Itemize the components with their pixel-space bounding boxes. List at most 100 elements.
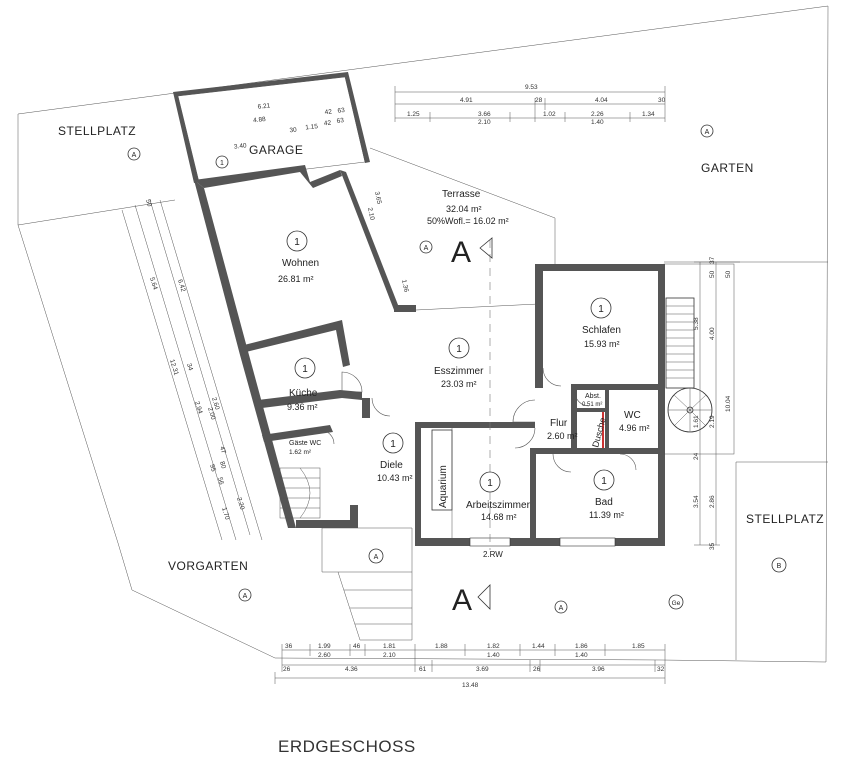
dim-right: 2.19 xyxy=(709,415,716,428)
dim-top-r2: 3.66 xyxy=(478,111,491,118)
dimension-lines-bottom xyxy=(274,644,666,684)
marker-a: A xyxy=(374,554,379,561)
room-schlafen-name: Schlafen xyxy=(582,325,621,336)
dim-bottom-r1: 46 xyxy=(353,643,361,650)
room-abst-name: Abst. xyxy=(585,393,601,400)
wall-diele-north xyxy=(362,398,370,418)
dim-top-r2-sub: 2.10 xyxy=(478,119,491,126)
dim-left: 2.94 xyxy=(193,401,204,416)
dim-bottom-r2: 3.96 xyxy=(592,666,605,673)
dim-top-r2: 1.02 xyxy=(543,111,556,118)
stellplatz-right-label: STELLPLATZ xyxy=(746,512,824,526)
dimension-lines-left xyxy=(121,199,263,541)
section-letter-top: A xyxy=(451,236,471,269)
dim-left: 34 xyxy=(185,363,194,372)
room-gaestewc-area: 1.62 m² xyxy=(289,449,312,456)
dim-bottom-r1: 1.82 xyxy=(487,643,500,650)
window-mark-label: 2.RW xyxy=(483,550,503,559)
spiral-treads xyxy=(668,388,712,432)
dimension-lines-right xyxy=(694,261,740,546)
room-flur-name: Flur xyxy=(550,418,568,429)
dim-bottom-r1-sub: 1.40 xyxy=(575,652,588,659)
room-gaestewc-name: Gäste WC xyxy=(289,440,321,447)
room-number: 1 xyxy=(390,439,396,450)
room-arbeitszimmer-name: Arbeitszimmer xyxy=(466,500,531,511)
dim-bottom-r1: 1.85 xyxy=(632,643,645,650)
dim-top-total: 9.53 xyxy=(525,84,538,91)
room-number: 1 xyxy=(456,344,462,355)
terrace-edge xyxy=(415,303,539,311)
dim-right: 3.54 xyxy=(693,495,700,508)
wall-bad-north xyxy=(530,448,575,454)
marker-a: A xyxy=(559,605,564,612)
plan-title: ERDGESCHOSS xyxy=(278,737,416,756)
dim-garage: 4.88 xyxy=(253,116,267,124)
dim-bottom-r1: 1.86 xyxy=(575,643,588,650)
wall-south xyxy=(415,538,665,546)
dim-garage: 42 xyxy=(324,120,332,128)
door-kueche xyxy=(341,371,363,393)
room-bad-area: 11.39 m² xyxy=(589,510,624,520)
dim-top-r1: 4.91 xyxy=(460,97,473,104)
dim-left: 95 xyxy=(208,464,217,473)
wall-gaestewc xyxy=(262,425,333,442)
dim-terrace: 2.10 xyxy=(366,207,376,221)
dim-bottom-r2: 32 xyxy=(657,666,665,673)
room-esszimmer-name: Esszimmer xyxy=(434,366,484,377)
marker-a: A xyxy=(424,245,429,252)
stair-treads xyxy=(666,305,694,379)
property-boundary xyxy=(17,5,829,663)
dim-right: 50 xyxy=(725,270,732,278)
marker-circles xyxy=(127,124,787,614)
dim-right: 50 xyxy=(709,270,716,278)
dim-bottom-r1: 1.99 xyxy=(318,643,331,650)
room-number: 1 xyxy=(601,476,607,487)
dim-garage: 42 xyxy=(324,108,332,116)
dim-garage: 63 xyxy=(336,117,344,125)
room-terrasse-area: 32.04 m² xyxy=(446,204,482,214)
marker-a: A xyxy=(243,593,248,600)
room-aquarium-name: Aquarium xyxy=(438,465,449,508)
dim-right: 2.86 xyxy=(709,495,716,508)
room-arbeitszimmer-area: 14.68 m² xyxy=(481,512,517,522)
dim-bottom-r2: 61 xyxy=(419,666,427,673)
wall-wohnen-north xyxy=(194,165,342,188)
dim-top-r1: 30 xyxy=(658,97,666,104)
wall-flur-east xyxy=(571,384,577,454)
garten-label: GARTEN xyxy=(701,161,754,175)
wall-schlafen xyxy=(535,264,665,271)
room-number: 1 xyxy=(598,304,604,315)
dim-left: 2.20 xyxy=(235,497,246,512)
dimension-lines-top xyxy=(394,86,666,122)
room-number: 1 xyxy=(487,478,493,489)
door-flur-2 xyxy=(514,427,536,449)
section-letter-bottom: A xyxy=(452,584,472,617)
dim-garage: 63 xyxy=(337,107,345,115)
room-diele-name: Diele xyxy=(380,460,403,471)
section-arrow-top xyxy=(479,237,493,259)
room-wohnen-name: Wohnen xyxy=(282,258,319,269)
garage-number: 1 xyxy=(220,160,224,167)
wall-wc-south xyxy=(571,448,665,454)
dim-right: 35 xyxy=(709,542,716,550)
dim-right: 4.00 xyxy=(709,327,716,340)
boundary-segment xyxy=(17,199,176,226)
section-arrow-bottom xyxy=(477,584,491,610)
wall-bad-west xyxy=(530,450,536,545)
door-bad xyxy=(552,453,572,473)
wall-wohnen-west xyxy=(194,180,249,355)
wall-west-lower xyxy=(240,355,296,528)
entrance-steps xyxy=(337,571,413,641)
dim-bottom-r1: 1.44 xyxy=(532,643,545,650)
wall-wohnen-south xyxy=(244,320,350,367)
window-bad xyxy=(559,537,616,547)
entrance-area xyxy=(321,527,413,573)
dim-left: 2.60 xyxy=(210,397,221,412)
garage-label: GARAGE xyxy=(249,143,303,157)
dim-terrace: 1.36 xyxy=(400,279,410,293)
room-schlafen-area: 15.93 m² xyxy=(584,339,620,349)
room-diele-area: 10.43 m² xyxy=(377,473,413,483)
dim-garage: 3.40 xyxy=(234,142,248,150)
wall-terrace-south xyxy=(394,305,416,312)
door-abst xyxy=(574,391,590,407)
